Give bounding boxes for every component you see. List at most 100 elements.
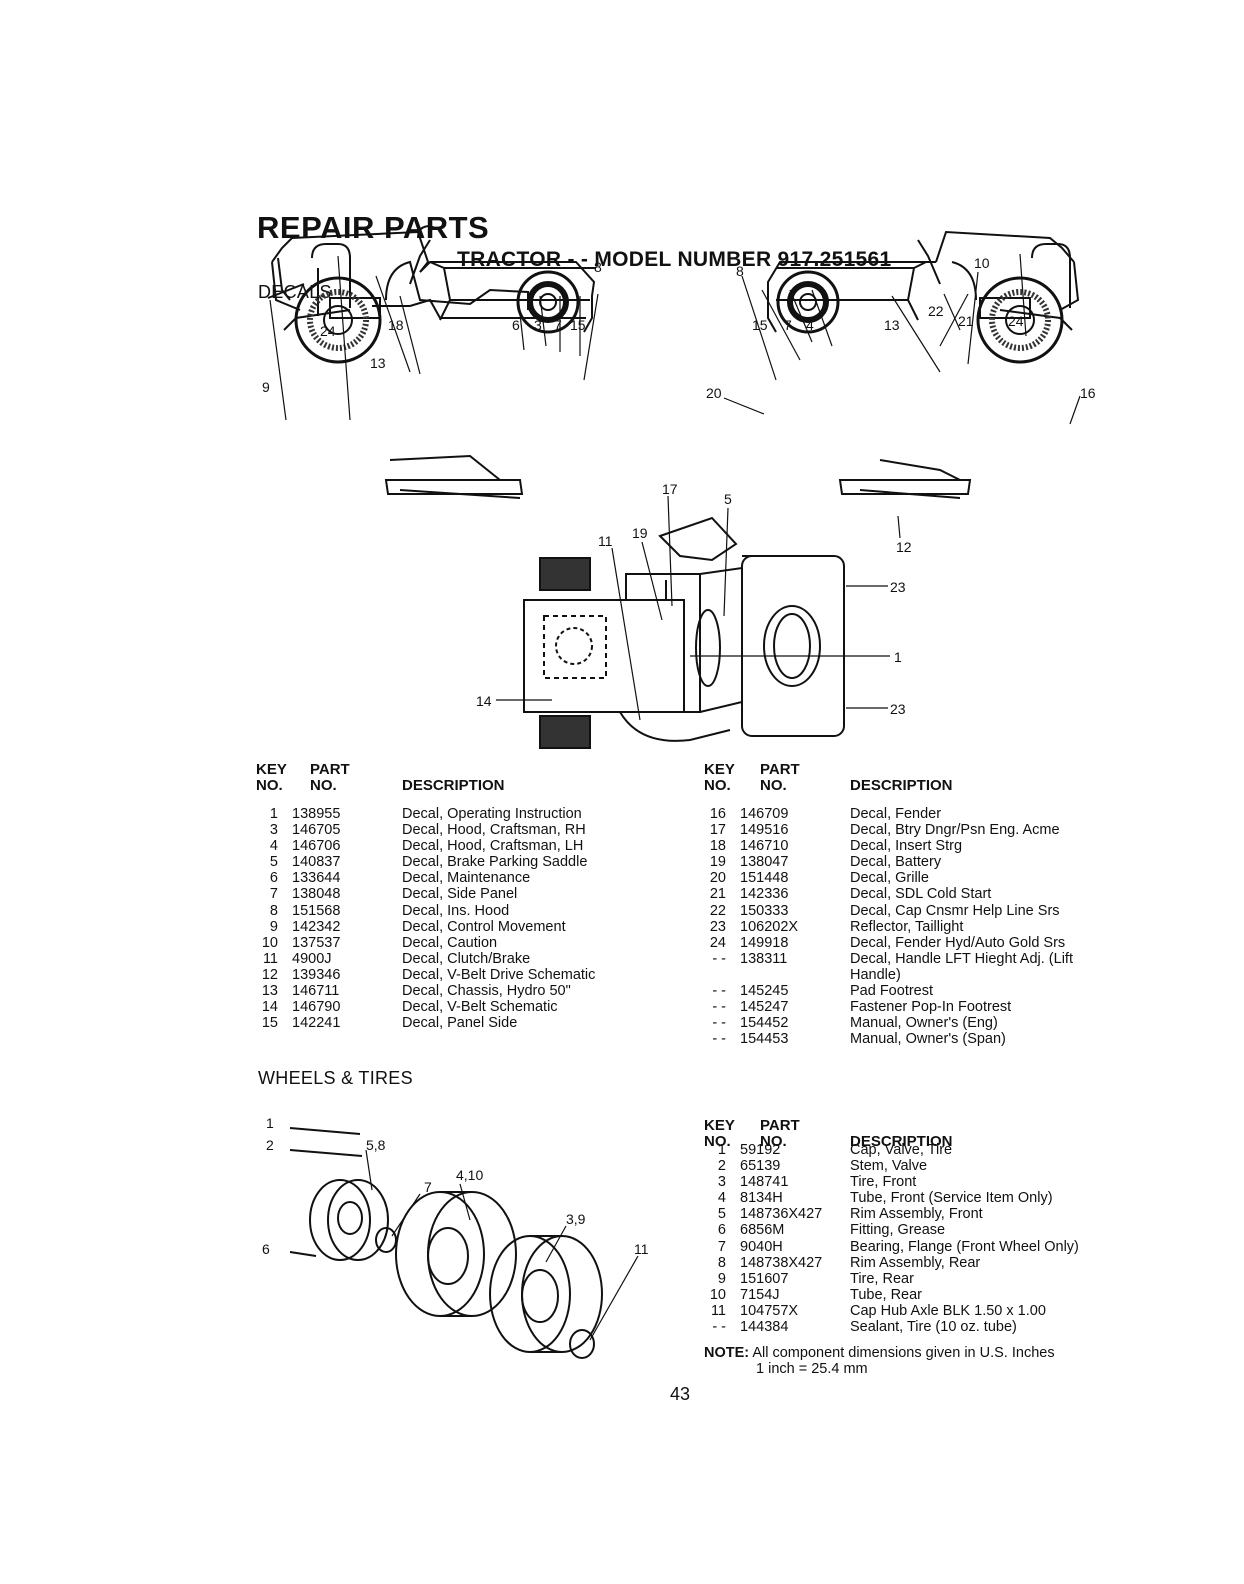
part-description: Stem, Valve — [850, 1158, 928, 1175]
part-no: 150333 — [740, 902, 789, 919]
callout-w2: 2 — [266, 1137, 274, 1153]
part-description: Decal, Control Movement — [402, 918, 566, 935]
part-no: 133644 — [292, 870, 341, 887]
key-no: - - — [712, 1319, 726, 1336]
wheels-section-title: WHEELS & TIRES — [258, 1068, 413, 1088]
part-description: Decal, Cap Cnsmr Help Line Srs — [850, 902, 1060, 919]
callout-15: 15 — [570, 317, 586, 333]
callout-1: 1 — [894, 649, 902, 665]
key-no: 10 — [709, 1286, 726, 1303]
callout-19: 19 — [632, 525, 648, 541]
key-no: 1 — [269, 806, 278, 822]
callout-18: 18 — [388, 317, 404, 333]
part-no: 65139 — [740, 1158, 781, 1175]
table-row: 17 149516 Decal, Btry Dngr/Psn Eng. Acme — [700, 822, 1120, 838]
key-no: 4 — [717, 1190, 726, 1207]
part-no: 106202X — [740, 918, 799, 935]
callout-8b: 8 — [736, 263, 744, 279]
key-no: 3 — [717, 1174, 726, 1191]
callout-13: 13 — [370, 355, 386, 371]
key-no: 7 — [717, 1238, 726, 1255]
callout-23b: 23 — [890, 701, 906, 717]
part-description: Tube, Rear — [850, 1286, 922, 1303]
decals-right-desc-header: DESCRIPTION — [850, 777, 953, 794]
callout-w7: 7 — [424, 1179, 432, 1195]
key-no: 15 — [261, 1015, 278, 1032]
part-description: Rim Assembly, Front — [850, 1206, 983, 1223]
part-description: Tire, Rear — [850, 1270, 914, 1287]
part-description: Reflector, Taillight — [850, 918, 964, 935]
part-description: Decal, Caution — [402, 934, 498, 951]
callout-21: 21 — [958, 313, 974, 329]
key-no: 19 — [709, 854, 726, 871]
key-no: 8 — [269, 902, 278, 919]
part-no: 140837 — [292, 854, 341, 871]
callout-8: 8 — [594, 259, 602, 275]
part-description: Decal, SDL Cold Start — [850, 886, 992, 903]
part-no: 148736X427 — [740, 1206, 823, 1223]
callout-15b: 15 — [752, 317, 768, 333]
key-no: 2 — [717, 1158, 726, 1175]
callout-7b: 7 — [784, 317, 792, 333]
key-no: 12 — [261, 966, 278, 983]
callout-12: 12 — [896, 539, 912, 555]
callout-13b: 13 — [884, 317, 900, 333]
key-no: 6 — [717, 1222, 726, 1239]
wheel-callouts: 1 2 5,8 4,10 7 3,9 6 11 — [262, 1115, 649, 1257]
key-no: 5 — [717, 1206, 726, 1223]
part-no: 7154J — [740, 1286, 780, 1303]
callout-16: 16 — [1080, 385, 1096, 401]
part-no: 148738X427 — [740, 1254, 823, 1271]
key-no: 11 — [710, 1302, 726, 1319]
part-description: Decal, Side Panel — [402, 886, 518, 903]
part-description: Sealant, Tire (10 oz. tube) — [850, 1319, 1017, 1336]
key-no: - - — [712, 999, 726, 1016]
part-no: 4900J — [292, 950, 332, 967]
callout-w11: 11 — [634, 1241, 649, 1257]
page-title: REPAIR PARTS — [257, 210, 490, 245]
part-description: Decal, Hood, Craftsman, RH — [402, 822, 586, 839]
callout-23: 23 — [890, 579, 906, 595]
table-row: 10 7154J Tube, Rear — [700, 1287, 1130, 1303]
part-description: Decal, Brake Parking Saddle — [402, 854, 588, 871]
key-no: 9 — [269, 918, 278, 935]
part-description: Decal, Btry Dngr/Psn Eng. Acme — [850, 822, 1060, 839]
key-no: 17 — [709, 822, 726, 839]
part-no: 151607 — [740, 1270, 789, 1287]
decals-left-header: KEY PART NO. NO. — [256, 761, 350, 794]
key-no: 5 — [269, 854, 278, 871]
part-no: 149516 — [740, 822, 789, 839]
decals-right-header: KEY PART NO. NO. — [704, 761, 800, 794]
callout-22: 22 — [928, 303, 944, 319]
callout-11: 11 — [598, 533, 613, 549]
part-no: 138048 — [292, 886, 341, 903]
part-description: Decal, V-Belt Schematic — [402, 999, 558, 1016]
callout-20: 20 — [706, 385, 722, 401]
part-description: Decal, Operating Instruction — [402, 806, 582, 822]
callout-24b: 24 — [1008, 313, 1024, 329]
callout-9: 9 — [262, 379, 270, 395]
part-no: 146710 — [740, 838, 789, 855]
part-description: Decal, Fender Hyd/Auto Gold Srs — [850, 934, 1066, 951]
part-description: Decal, Panel Side — [402, 1015, 518, 1032]
callout-24: 24 — [320, 323, 336, 339]
page-number: 43 — [670, 1384, 691, 1404]
